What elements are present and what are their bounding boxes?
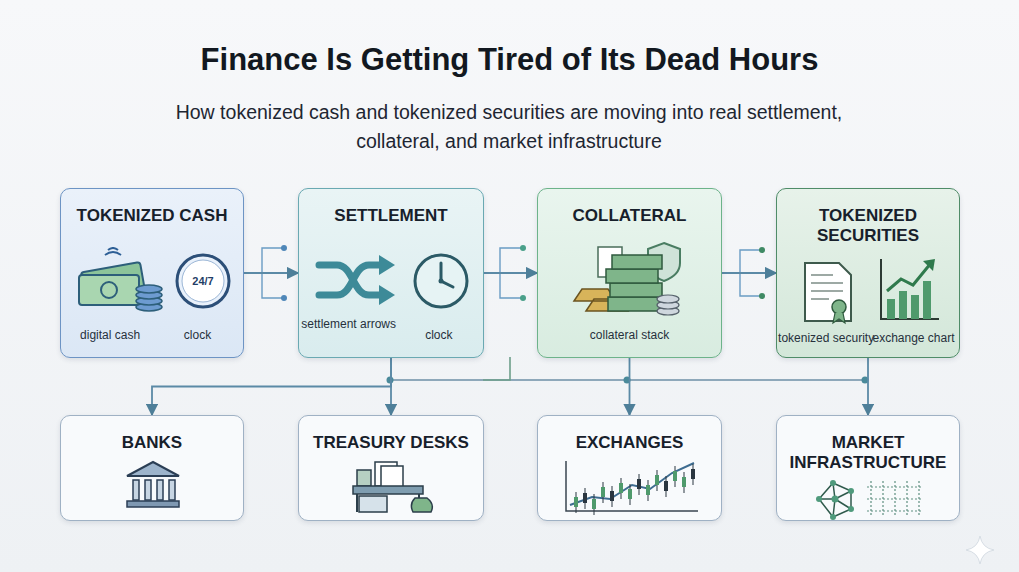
- connector-arrow: [152, 358, 391, 415]
- connector-arrow: [867, 358, 869, 415]
- exchange-chart-icon: [877, 255, 943, 325]
- sector-box: MARKET INFRASTRUCTURE: [776, 415, 960, 521]
- connector-arrow: [629, 358, 631, 415]
- clock-icon: [411, 251, 471, 311]
- box-heading: MARKET INFRASTRUCTURE: [783, 433, 953, 473]
- box-heading: TOKENIZED CASH: [67, 206, 237, 226]
- icon-caption: clock: [184, 328, 211, 342]
- tokenized-security-icon: [799, 261, 857, 327]
- stage-box: COLLATERAL collateral stack: [537, 188, 722, 358]
- bus-line: [483, 357, 510, 380]
- connector-arrow: [484, 272, 537, 274]
- network-grid-icon: [811, 477, 931, 521]
- sparkle-watermark: [966, 536, 994, 564]
- connector-arrow: [722, 272, 776, 274]
- collateral-stack-icon: [568, 241, 694, 319]
- box-heading: BANKS: [67, 433, 237, 453]
- stage-box: TOKENIZED CASH digital cash clock 24/7: [60, 188, 244, 358]
- candlestick-chart-icon: [562, 457, 702, 515]
- stage-box: TOKENIZED SECURITIES tokenized securityex…: [776, 188, 960, 358]
- sector-box: TREASURY DESKS: [298, 415, 484, 521]
- connector-arrow: [390, 358, 392, 415]
- diagram-title: Finance Is Getting Tired of Its Dead Hou…: [0, 42, 1019, 78]
- bank-icon: [123, 460, 183, 510]
- stage-box: SETTLEMENT settlement arrows clock: [298, 188, 484, 358]
- icon-caption: collateral stack: [590, 328, 669, 342]
- clock-label: 24/7: [192, 275, 213, 287]
- sector-box: EXCHANGES: [537, 415, 722, 521]
- icon-caption: exchange chart: [872, 331, 954, 345]
- connector-arrow: [244, 272, 298, 274]
- box-heading: TOKENIZED SECURITIES: [783, 206, 953, 246]
- box-heading: SETTLEMENT: [305, 206, 477, 226]
- digital-cash-icon: [75, 247, 167, 317]
- box-heading: TREASURY DESKS: [305, 433, 477, 453]
- box-heading: COLLATERAL: [544, 206, 715, 226]
- diagram-subtitle: How tokenized cash and tokenized securit…: [169, 98, 849, 156]
- treasury-desk-icon: [351, 460, 437, 514]
- icon-caption: tokenized security: [778, 331, 874, 345]
- icon-caption: settlement arrows: [301, 317, 396, 331]
- settlement-arrows-icon: [313, 253, 397, 307]
- sector-box: BANKS: [60, 415, 244, 521]
- box-heading: EXCHANGES: [544, 433, 715, 453]
- icon-caption: clock: [425, 328, 452, 342]
- junction-dots: [387, 377, 869, 384]
- icon-caption: digital cash: [80, 328, 140, 342]
